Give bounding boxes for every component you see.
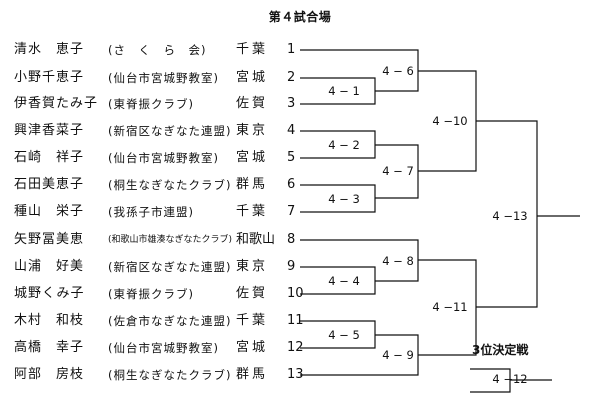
player-prefecture: 佐賀 bbox=[236, 286, 269, 301]
player-prefecture: 東京 bbox=[236, 123, 269, 138]
match-label-4-5: 4 − 5 bbox=[328, 328, 360, 342]
player-number: 10 bbox=[287, 286, 304, 301]
player-number: 9 bbox=[287, 259, 296, 274]
match-label-4-12: 4 −12 bbox=[492, 372, 528, 386]
match-label-4-4: 4 − 4 bbox=[328, 274, 360, 288]
player-club: (さ く ら 会) bbox=[108, 43, 207, 57]
match-label-4-13: 4 −13 bbox=[492, 209, 528, 223]
player-number: 12 bbox=[287, 340, 304, 355]
player-club: (和歌山市雄湊なぎなたクラブ) bbox=[108, 235, 233, 245]
player-club: (東脊振クラブ) bbox=[108, 287, 194, 301]
player-club: (仙台市宮城野教室) bbox=[108, 341, 219, 355]
player-club: (東脊振クラブ) bbox=[108, 97, 194, 111]
player-prefecture: 千葉 bbox=[236, 204, 269, 219]
player-name: 種山 栄子 bbox=[14, 204, 85, 219]
match-label-4-9: 4 − 9 bbox=[382, 348, 414, 362]
third-place-title: 3位決定戦 bbox=[472, 343, 529, 357]
player-name: 高橋 幸子 bbox=[14, 340, 85, 355]
player-name: 伊香賀たみ子 bbox=[14, 96, 99, 111]
player-number: 5 bbox=[287, 150, 296, 165]
player-prefecture: 和歌山 bbox=[236, 232, 276, 247]
match-label-4-6: 4 − 6 bbox=[382, 64, 414, 78]
player-number: 11 bbox=[287, 313, 304, 328]
player-number: 6 bbox=[287, 177, 296, 192]
player-prefecture: 群馬 bbox=[236, 177, 269, 192]
player-number: 2 bbox=[287, 70, 296, 85]
player-club: (仙台市宮城野教室) bbox=[108, 151, 219, 165]
player-club: (新宿区なぎなた連盟) bbox=[108, 260, 232, 274]
player-name: 石崎 祥子 bbox=[14, 150, 85, 165]
player-name: 阿部 房枝 bbox=[14, 367, 85, 382]
page-title: 第４試合場 bbox=[268, 10, 332, 24]
player-number: 8 bbox=[287, 232, 296, 247]
player-club: (佐倉市なぎなた連盟) bbox=[108, 314, 232, 328]
match-label-4-7: 4 − 7 bbox=[382, 164, 414, 178]
match-label-4-10: 4 −10 bbox=[432, 114, 468, 128]
player-prefecture: 佐賀 bbox=[236, 96, 269, 111]
player-name: 木村 和枝 bbox=[14, 313, 85, 328]
bracket-4-13 bbox=[476, 120, 538, 308]
player-name: 興津香菜子 bbox=[14, 123, 85, 138]
player-prefecture: 千葉 bbox=[236, 313, 269, 328]
player-club: (仙台市宮城野教室) bbox=[108, 71, 219, 85]
match-label-4-1: 4 − 1 bbox=[328, 84, 360, 98]
match-label-4-2: 4 − 2 bbox=[328, 138, 360, 152]
player-number: 13 bbox=[287, 367, 304, 382]
player-prefecture: 東京 bbox=[236, 259, 269, 274]
match-label-4-3: 4 − 3 bbox=[328, 192, 360, 206]
player-prefecture: 群馬 bbox=[236, 367, 269, 382]
player-name: 石田美恵子 bbox=[14, 177, 85, 192]
player-prefecture: 宮城 bbox=[236, 340, 269, 355]
player-number: 3 bbox=[287, 96, 296, 111]
player-number: 7 bbox=[287, 204, 296, 219]
player-name: 矢野冨美恵 bbox=[14, 232, 85, 247]
match-label-4-8: 4 − 8 bbox=[382, 254, 414, 268]
player-club: (桐生なぎなたクラブ) bbox=[108, 178, 232, 192]
player-prefecture: 宮城 bbox=[236, 150, 269, 165]
player-number: 1 bbox=[287, 42, 296, 57]
player-club: (新宿区なぎなた連盟) bbox=[108, 124, 232, 138]
player-name: 山浦 好美 bbox=[14, 259, 85, 274]
player-club: (我孫子市連盟) bbox=[108, 205, 194, 219]
player-prefecture: 宮城 bbox=[236, 70, 269, 85]
player-name: 小野千恵子 bbox=[14, 70, 85, 85]
player-prefecture: 千葉 bbox=[236, 42, 269, 57]
match-label-4-11: 4 −11 bbox=[432, 300, 468, 314]
player-name: 城野くみ子 bbox=[14, 286, 85, 301]
player-number: 4 bbox=[287, 123, 296, 138]
player-club: (桐生なぎなたクラブ) bbox=[108, 368, 232, 382]
player-name: 清水 恵子 bbox=[14, 42, 85, 57]
